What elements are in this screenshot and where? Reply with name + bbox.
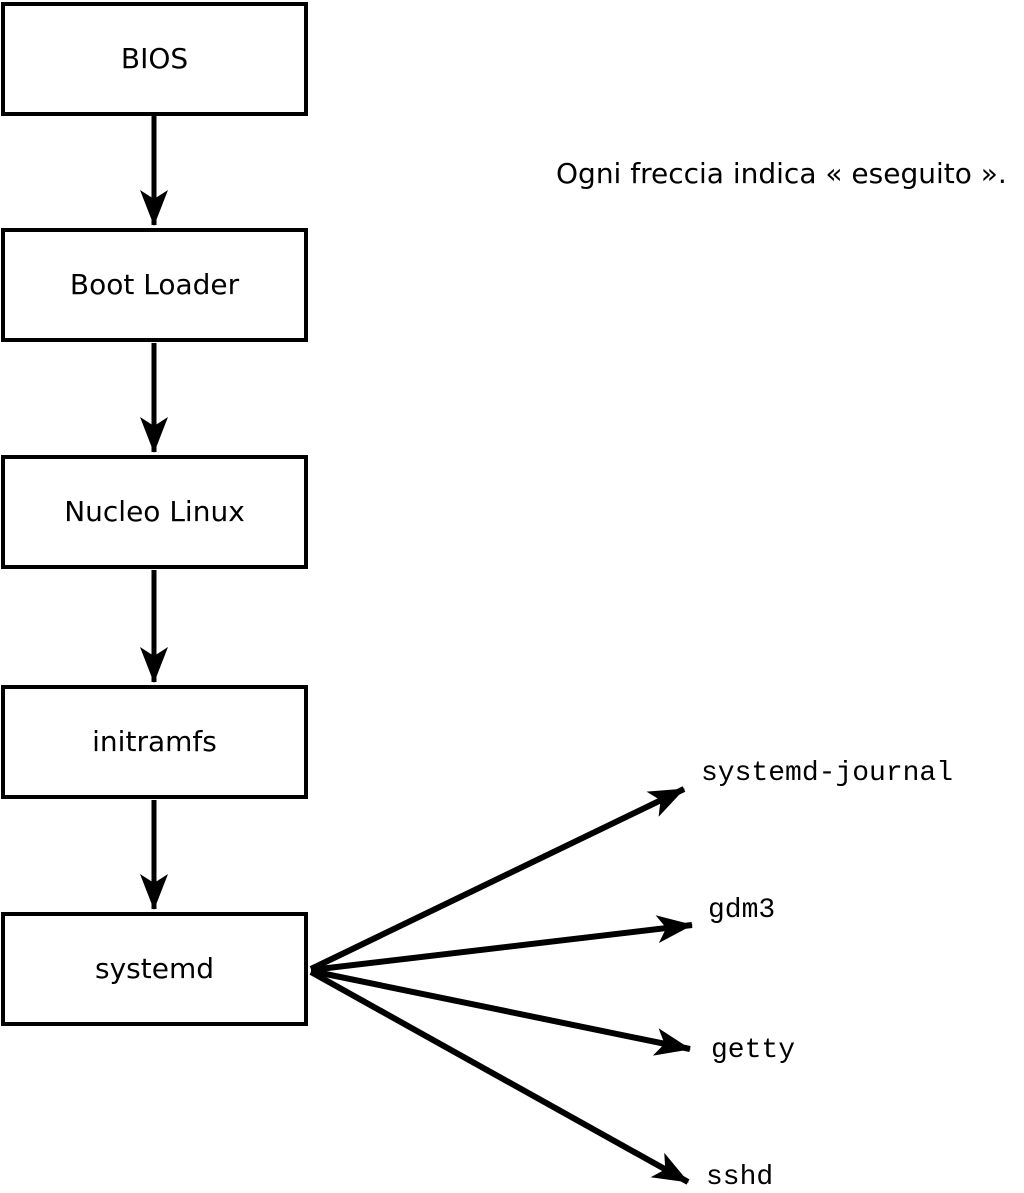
flow-box-kernel: Nucleo Linux — [1, 455, 308, 569]
flow-box-bios: BIOS — [1, 2, 308, 116]
flow-box-initramfs: initramfs — [1, 685, 308, 799]
arrow-systemd-to-journal — [309, 786, 686, 972]
flow-box-bootloader: Boot Loader — [1, 228, 308, 342]
flow-box-bios-label: BIOS — [120, 42, 189, 75]
arrow-systemd-to-gdm3 — [310, 915, 693, 973]
arrow-systemd-to-getty — [310, 968, 691, 1056]
spawned-label-gdm3: gdm3 — [708, 895, 776, 926]
flow-box-kernel-label: Nucleo Linux — [64, 495, 245, 528]
spawned-label-getty: getty — [711, 1035, 796, 1066]
legend-annotation: Ogni freccia indica « eseguito ». — [556, 157, 1007, 190]
flow-box-initramfs-label: initramfs — [92, 725, 217, 758]
flow-box-systemd-label: systemd — [95, 952, 214, 985]
spawned-label-systemd-journal: systemd-journal — [701, 758, 954, 789]
arrow-systemd-to-sshd — [309, 969, 690, 1185]
spawned-label-sshd: sshd — [706, 1162, 774, 1193]
flow-box-bootloader-label: Boot Loader — [69, 268, 240, 301]
flow-box-systemd: systemd — [1, 912, 308, 1026]
